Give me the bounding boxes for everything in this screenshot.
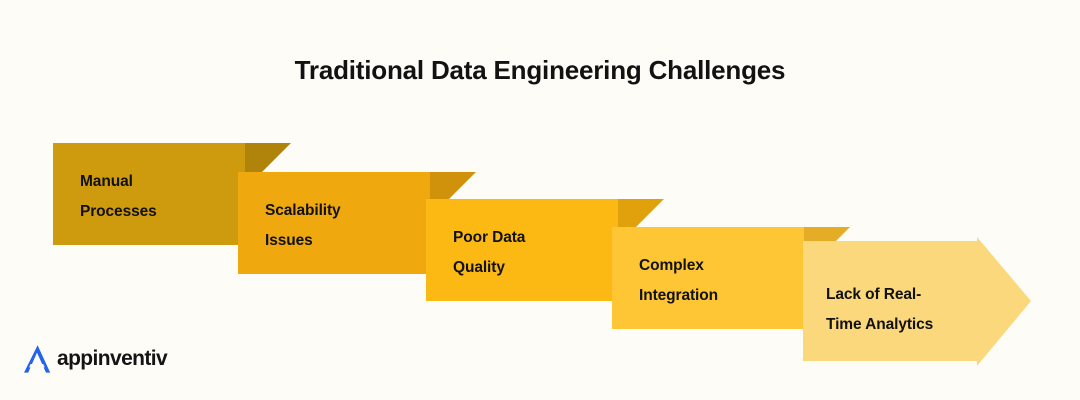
flow-step-1-body (53, 143, 245, 245)
flow-step-2-body (238, 172, 430, 274)
flow-step-5-arrow-body (803, 237, 1031, 366)
flow-step-5[interactable] (803, 237, 1031, 366)
appinventiv-logo-text: appinventiv (57, 347, 168, 370)
flow-step-2[interactable] (238, 172, 476, 274)
brand-logo[interactable]: appinventiv (22, 343, 168, 375)
appinventiv-logo-icon (24, 345, 51, 373)
flow-step-4-body (612, 227, 804, 329)
flow-step-1[interactable] (53, 143, 291, 245)
page-title: Traditional Data Engineering Challenges (294, 55, 786, 85)
flow-step-3-body (426, 199, 618, 301)
